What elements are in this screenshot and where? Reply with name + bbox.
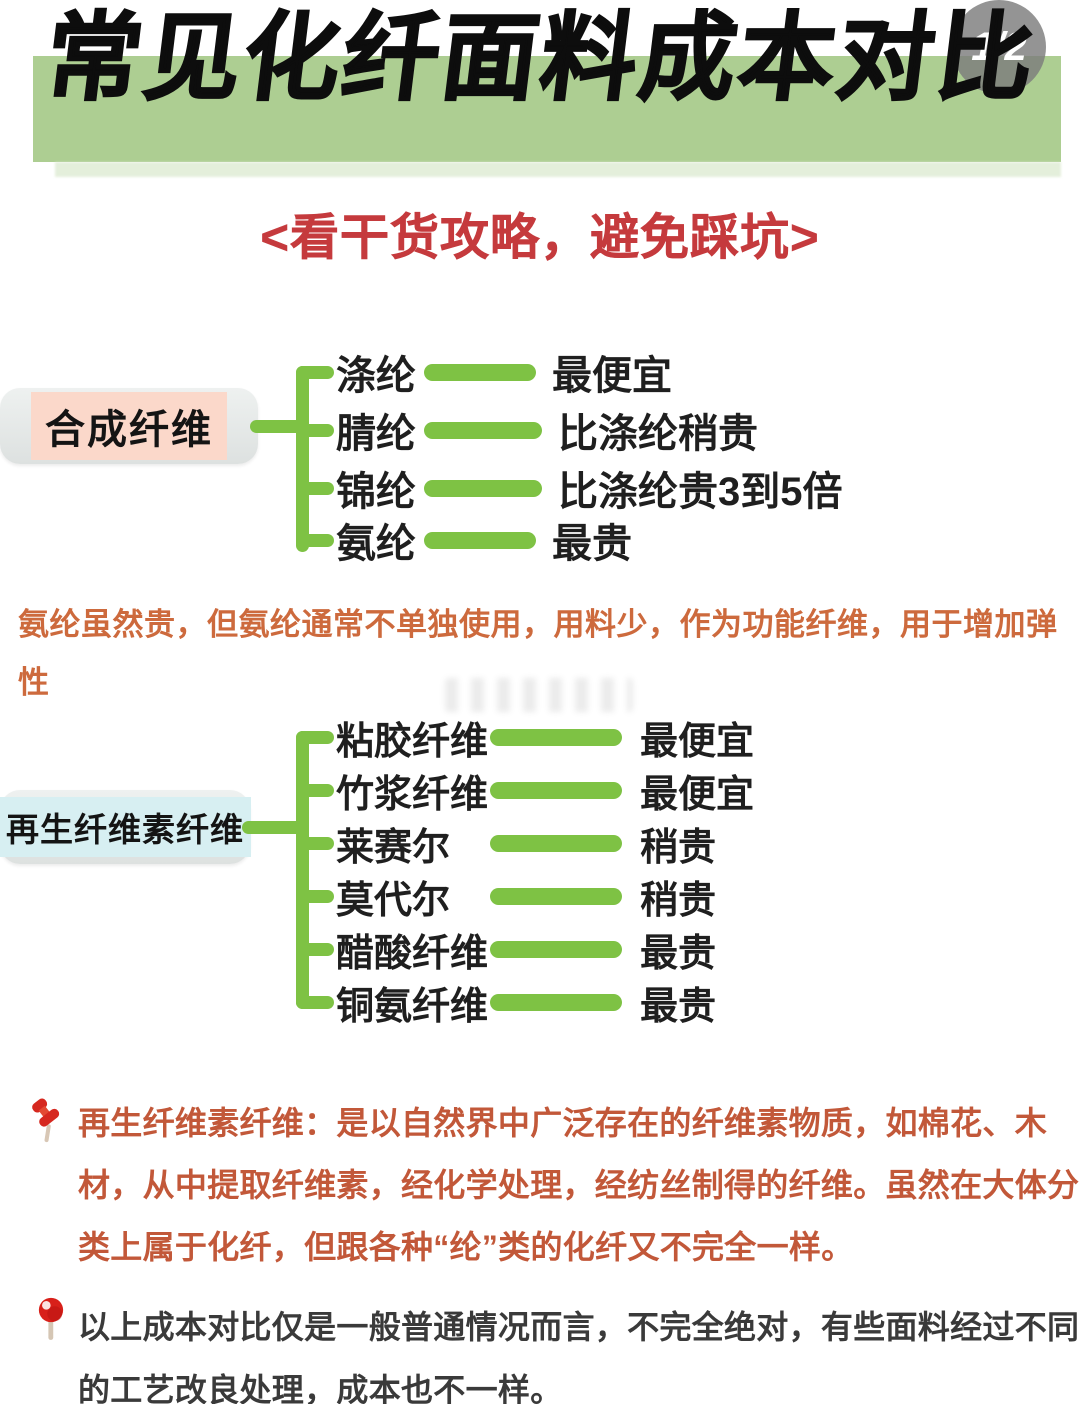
fiber-cost: 稍贵 — [640, 826, 717, 869]
page-title: 常见化纤面料成本对比 — [38, 4, 1043, 113]
branch-stub — [296, 730, 334, 744]
connector-line — [242, 821, 308, 834]
fiber-name: 粘胶纤维 — [336, 720, 489, 763]
branch-row: 锦纶 比涤纶贵3到5倍 — [296, 464, 843, 514]
link-bar — [490, 887, 622, 905]
root-label-synthetic: 合成纤维 — [31, 392, 227, 460]
fiber-name: 氨纶 — [336, 522, 416, 566]
branch-row: 腈纶 比涤纶稍贵 — [296, 406, 758, 456]
page-number: 1/2 — [971, 24, 1027, 69]
note-general-disclaimer: 以上成本对比仅是一般普通情况而言，不完全绝对，有些面料经过不同 的工艺改良处理，… — [78, 1309, 1080, 1404]
fiber-cost: 最贵 — [640, 932, 717, 975]
link-bar — [424, 479, 542, 497]
fiber-cost: 最便宜 — [640, 773, 755, 816]
fiber-cost: 比涤纶稍贵 — [558, 412, 758, 456]
link-bar — [424, 421, 542, 439]
link-bar — [490, 781, 622, 799]
branch-row: 竹浆纤维 最便宜 — [296, 766, 754, 816]
fiber-name: 铜氨纤维 — [336, 985, 489, 1028]
link-bar — [490, 993, 622, 1011]
branch-row: 铜氨纤维 最贵 — [296, 978, 716, 1028]
link-bar — [424, 531, 536, 549]
fiber-name: 莱赛尔 — [336, 826, 451, 869]
branch-stub — [296, 889, 334, 903]
note-regenerated-definition: 再生纤维素纤维：是以自然界中广泛存在的纤维素物质，如棉花、木 材，从中提取纤维素… — [78, 1105, 1080, 1265]
branch-stub — [296, 481, 334, 495]
title-band-shadow — [55, 162, 1061, 177]
page-number-badge: 1/2 — [952, 0, 1046, 94]
link-bar — [424, 363, 536, 381]
branch-stub — [296, 533, 334, 547]
branch-row: 醋酸纤维 最贵 — [296, 925, 716, 975]
branch-spine — [296, 366, 309, 552]
branch-stub — [296, 942, 334, 956]
branch-stub — [296, 423, 334, 437]
root-node-regenerated: 再生纤维素纤维 — [0, 790, 251, 864]
round-pin-icon — [28, 1296, 74, 1352]
connector-line — [250, 420, 308, 433]
fiber-name: 醋酸纤维 — [336, 932, 489, 975]
fiber-name: 锦纶 — [336, 470, 416, 514]
fiber-cost: 最贵 — [640, 985, 717, 1028]
fiber-cost: 最贵 — [552, 522, 632, 566]
branch-stub — [296, 995, 334, 1009]
root-label-regenerated: 再生纤维素纤维 — [0, 797, 251, 857]
watermark — [445, 678, 633, 712]
link-bar — [490, 940, 622, 958]
pushpin-icon — [22, 1094, 76, 1150]
fiber-cost: 最便宜 — [640, 720, 755, 763]
link-bar — [490, 834, 622, 852]
fiber-name: 腈纶 — [336, 412, 416, 456]
branch-row: 粘胶纤维 最便宜 — [296, 713, 754, 763]
page-subtitle: <看干货攻略，避免踩坑> — [260, 211, 820, 266]
branch-stub — [296, 365, 334, 379]
fiber-cost: 比涤纶贵3到5倍 — [558, 470, 843, 514]
branch-stub — [296, 783, 334, 797]
branch-row: 莫代尔 稍贵 — [296, 872, 716, 922]
branch-row: 莱赛尔 稍贵 — [296, 819, 716, 869]
root-node-synthetic: 合成纤维 — [0, 388, 258, 464]
branch-spine — [296, 731, 309, 1009]
fiber-cost: 最便宜 — [552, 354, 672, 398]
fiber-name: 竹浆纤维 — [336, 773, 489, 816]
note-spandex: 氨纶虽然贵，但氨纶通常不单独使用，用料少，作为功能纤维，用于增加弹 性 — [18, 607, 1058, 700]
branch-row: 涤纶 最便宜 — [296, 348, 672, 398]
fiber-cost: 稍贵 — [640, 879, 717, 922]
branch-row: 氨纶 最贵 — [296, 516, 632, 566]
title-highlight-band — [33, 56, 1061, 162]
link-bar — [490, 728, 622, 746]
fiber-name: 涤纶 — [336, 354, 416, 398]
fiber-name: 莫代尔 — [336, 879, 451, 922]
branch-stub — [296, 836, 334, 850]
